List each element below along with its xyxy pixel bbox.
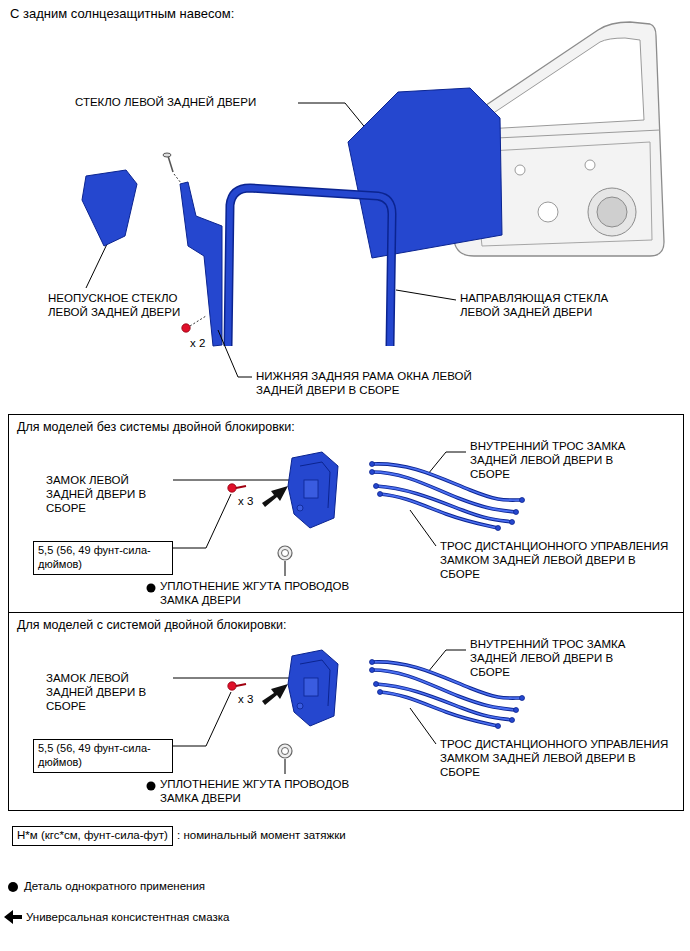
torque-legend-box: Н*м (кгс*см, фунт-сила-фут) [12,826,173,846]
box-text: 5,5 (56, 49 фунт-сила-дюймов) [38,742,168,770]
part-name: НЕОПУСКНОЕ СТЕКЛО ЛЕВОЙ ЗАДНЕЙ ДВЕРИ [48,292,196,320]
legend-text: Универсальная консистентная смазка [26,911,229,925]
torque-box: 5,5 (56, 49 фунт-сила-дюймов) [33,739,173,773]
bolt-symbol [182,324,190,332]
torque-box: 5,5 (56, 49 фунт-сила-дюймов) [33,541,173,575]
box-text: 5,5 (56, 49 фунт-сила-дюймов) [38,544,168,572]
part-name: ТРОС ДИСТАНЦИОННОГО УПРАВЛЕНИЯ ЗАМКОМ ЗА… [440,540,672,581]
glass-run-channel [228,188,392,346]
box-text: Для моделей без системы двойной блокиров… [9,415,683,440]
grease-arrow [4,910,22,924]
leader-line [396,290,456,300]
quantity: x 3 [238,693,253,707]
quantity: x 3 [238,495,253,509]
part-name: ТРОС ДИСТАНЦИОННОГО УПРАВЛЕНИЯ ЗАМКОМ ЗА… [440,738,672,779]
part-name: СТЕКЛО ЛЕВОЙ ЗАДНЕЙ ДВЕРИ [75,96,315,110]
part-name: ЗАМОК ЛЕВОЙ ЗАДНЕЙ ДВЕРИ В СБОРЕ [46,672,171,713]
legend-text: Деталь однократного применения [24,880,205,894]
leader-line [86,242,108,288]
single-use-dot [8,882,18,892]
door-glass [348,88,502,258]
part-name: ВНУТРЕННИЙ ТРОС ЗАМКА ЗАДНЕЙ ЛЕВОЙ ДВЕРИ… [470,440,655,481]
window-frame [180,182,222,346]
page-title: С задним солнцезащитным навесом: [10,6,234,22]
box-text: Н*м (кгс*см, фунт-сила-фут) [17,829,168,843]
speaker [597,197,627,227]
part-name: УПЛОТНЕНИЕ ЖГУТА ПРОВОДОВ ЗАМКА ДВЕРИ [160,580,390,608]
dashed-line [190,316,206,326]
service-hole [538,202,558,222]
part-name: ЗАМОК ЛЕВОЙ ЗАДНЕЙ ДВЕРИ В СБОРЕ [46,474,171,515]
leader-line [218,330,252,377]
screw [168,156,173,172]
box-text: Для моделей с системой двойной блокировк… [9,613,683,638]
legend-text: : номинальный момент затяжки [177,829,346,843]
quantity: x 2 [190,337,205,351]
part-name: НИЖНЯЯ ЗАДНЯЯ РАМА ОКНА ЛЕВОЙ ЗАДНЕЙ ДВЕ… [256,370,521,398]
screw [163,153,171,157]
service-hole [585,160,595,170]
service-hole [515,165,525,175]
speaker [588,188,636,236]
part-name: ВНУТРЕННИЙ ТРОС ЗАМКА ЗАДНЕЙ ЛЕВОЙ ДВЕРИ… [470,638,655,679]
dashed-line [174,174,181,183]
glass-run-channel [228,188,392,346]
part-name: УПЛОТНЕНИЕ ЖГУТА ПРОВОДОВ ЗАМКА ДВЕРИ [160,778,390,806]
fixed-glass [82,170,137,246]
part-name: НАПРАВЛЯЮЩАЯ СТЕКЛА ЛЕВОЙ ЗАДНЕЙ ДВЕРИ [460,292,635,320]
